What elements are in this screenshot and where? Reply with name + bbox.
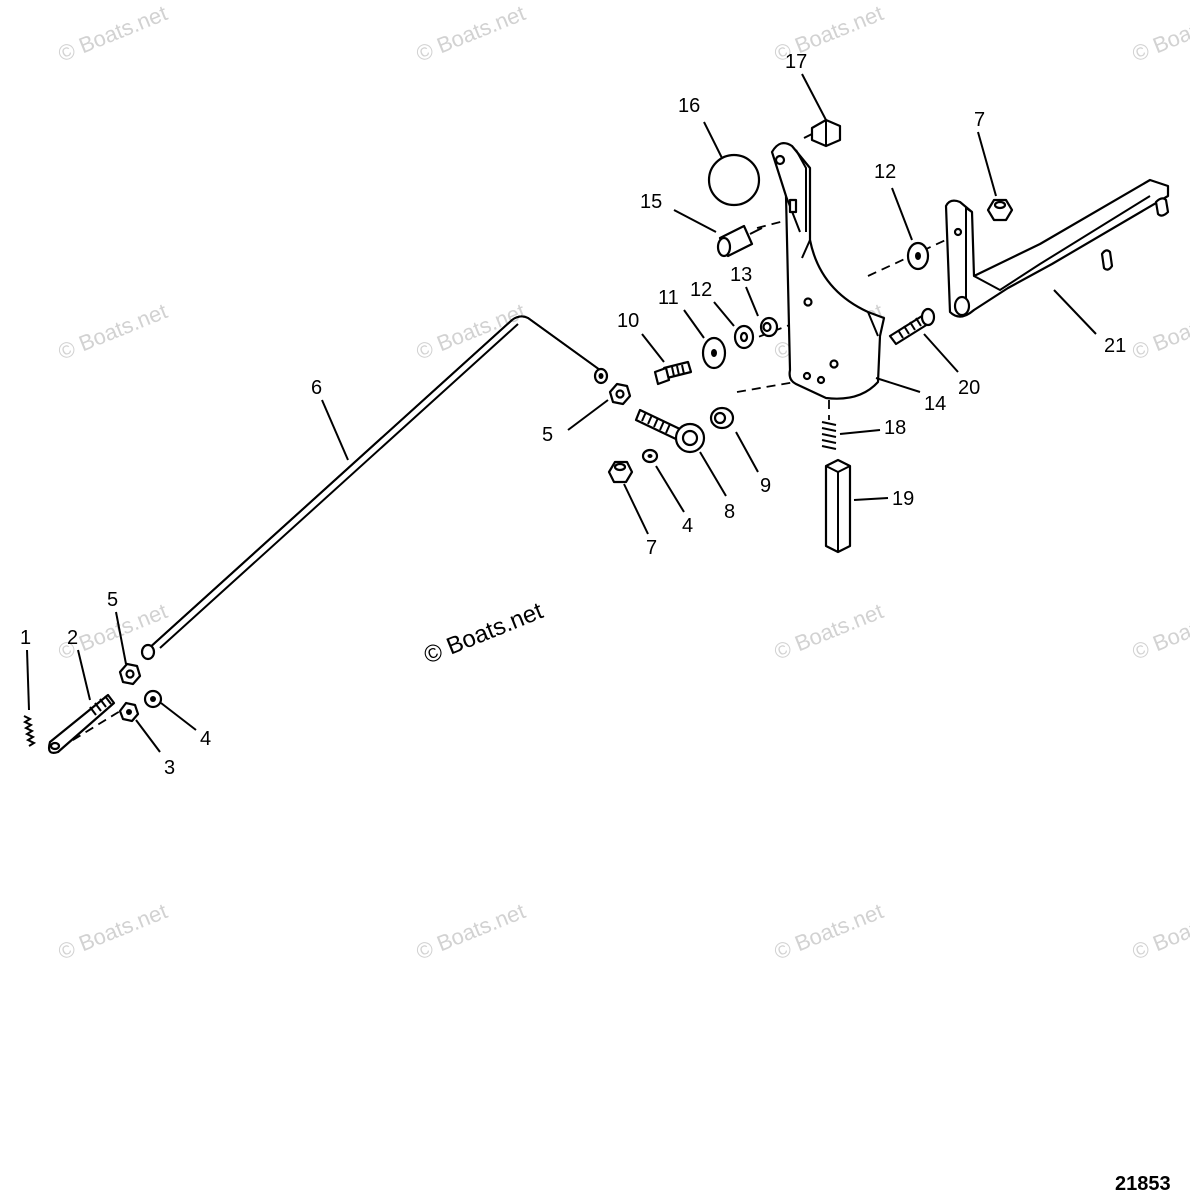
part-17-bolt [803, 118, 842, 148]
part-14-shift-lever [770, 141, 886, 400]
callout-8: 8 [724, 501, 735, 523]
part-9-bushing [709, 406, 735, 430]
part-4-washer-upper [641, 448, 659, 464]
part-12-washer-right [906, 241, 930, 271]
watermark: © Boats.net [1129, 298, 1190, 364]
callout-20: 20 [958, 377, 980, 399]
callout-5: 5 [542, 424, 553, 446]
callout-14: 14 [924, 393, 946, 415]
watermark: © Boats.net [413, 898, 529, 964]
part-8-ball-joint [634, 408, 706, 454]
watermark: © Boats.net [771, 598, 887, 664]
callout-11: 11 [658, 287, 679, 309]
watermark: © Boats.net [1129, 598, 1190, 664]
part-20-screw [888, 307, 936, 346]
callout-3: 3 [164, 757, 175, 779]
part-2-link-rod [47, 693, 116, 754]
callout-4: 4 [200, 728, 211, 750]
callout-17: 17 [785, 51, 807, 73]
part-6-shift-rod [140, 315, 609, 661]
callout-21: 21 [1104, 335, 1126, 357]
watermark: © Boats.net [413, 298, 529, 364]
callout-4: 4 [682, 515, 693, 537]
callout-19: 19 [892, 488, 914, 510]
part-1-clip [22, 715, 37, 747]
callout-10: 10 [617, 310, 639, 332]
callout-16: 16 [678, 95, 700, 117]
watermark: © Boats.net [55, 0, 171, 66]
part-21-bracket [944, 178, 1170, 318]
watermark: © Boats.net [55, 298, 171, 364]
callout-13: 13 [730, 264, 752, 286]
callout-7: 7 [974, 109, 985, 131]
callout-12: 12 [874, 161, 896, 183]
callout-15: 15 [640, 191, 662, 213]
callout-1: 1 [20, 627, 31, 649]
callout-6: 6 [311, 377, 322, 399]
callout-labels: 1 2 5 3 4 6 5 7 4 8 9 10 11 12 13 14 15 … [20, 51, 1126, 779]
watermark: © Boats.net [1129, 0, 1190, 66]
leader-lines [26, 73, 1097, 753]
watermark: © Boats.net [413, 0, 529, 66]
part-13-spacer [759, 316, 779, 338]
part-15-stud [716, 224, 763, 258]
figure-number: 21853 [1115, 1173, 1171, 1195]
callout-5: 5 [107, 589, 118, 611]
watermark: © Boats.net [55, 898, 171, 964]
callout-2: 2 [67, 627, 78, 649]
part-12-washer [733, 324, 755, 350]
part-3-nut [118, 701, 140, 723]
part-16-ball [707, 153, 761, 207]
part-5-nut-upper [608, 382, 632, 406]
part-7-nut-upper [986, 198, 1014, 222]
callout-12: 12 [690, 279, 712, 301]
part-18-spring [821, 421, 837, 450]
callout-9: 9 [760, 475, 771, 497]
callout-7: 7 [646, 537, 657, 559]
part-7-nut [607, 460, 634, 484]
callout-18: 18 [884, 417, 906, 439]
part-5-nut-lower [118, 662, 142, 686]
watermark: © Boats.net [1129, 898, 1190, 964]
part-11-washer [701, 336, 727, 370]
part-10-bolt [653, 360, 693, 386]
watermark-main: © Boats.net [420, 597, 547, 669]
part-19-key [824, 458, 852, 554]
watermark: © Boats.net [771, 898, 887, 964]
part-4-washer-lower [143, 689, 163, 709]
